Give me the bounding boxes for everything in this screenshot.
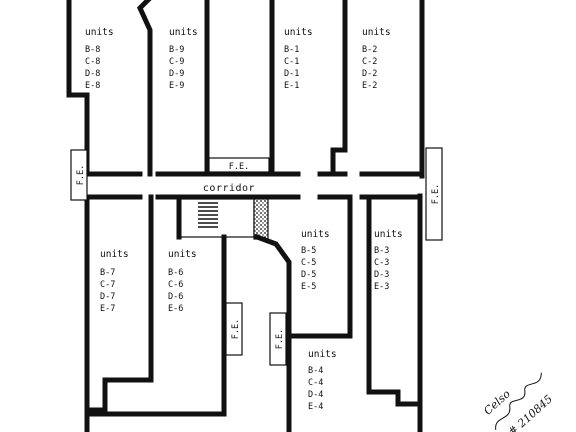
svg-text:D-6: D-6 bbox=[168, 292, 183, 302]
svg-text:C-4: C-4 bbox=[308, 378, 323, 388]
svg-text:E-3: E-3 bbox=[374, 282, 389, 292]
corridor-label: corridor bbox=[203, 183, 255, 194]
svg-text:units: units bbox=[362, 27, 391, 38]
svg-text:C-1: C-1 bbox=[284, 57, 299, 67]
unit-group-8: units B-8 C-8 D-8 E-8 bbox=[85, 27, 114, 91]
svg-text:E-5: E-5 bbox=[301, 282, 316, 292]
svg-text:units: units bbox=[374, 229, 403, 240]
svg-text:E-7: E-7 bbox=[100, 304, 115, 314]
svg-text:units: units bbox=[308, 349, 337, 360]
svg-text:F.E.: F.E. bbox=[431, 184, 441, 204]
fe-box-right: F.E. bbox=[425, 147, 443, 241]
wall-partition-6-stair bbox=[87, 234, 227, 417]
svg-text:units: units bbox=[301, 229, 330, 240]
svg-text:F.E.: F.E. bbox=[275, 329, 285, 349]
svg-text:D-5: D-5 bbox=[301, 270, 316, 280]
svg-text:C-6: C-6 bbox=[168, 280, 183, 290]
svg-text:B-9: B-9 bbox=[169, 45, 184, 55]
elevator-shaft-hatched bbox=[253, 198, 269, 240]
svg-text:B-1: B-1 bbox=[284, 45, 299, 55]
svg-text:units: units bbox=[85, 27, 114, 38]
svg-text:E-4: E-4 bbox=[308, 402, 323, 412]
svg-text:D-9: D-9 bbox=[169, 69, 184, 79]
fe-box-top-center: F.E. bbox=[208, 157, 270, 173]
svg-text:B-6: B-6 bbox=[168, 268, 183, 278]
svg-text:B-2: B-2 bbox=[362, 45, 377, 55]
wall-diagonal-unit5 bbox=[253, 233, 292, 432]
svg-text:D-2: D-2 bbox=[362, 69, 377, 79]
svg-text:C-3: C-3 bbox=[374, 258, 389, 268]
svg-text:units: units bbox=[100, 249, 129, 260]
svg-text:units: units bbox=[168, 249, 197, 260]
svg-text:F.E.: F.E. bbox=[76, 165, 86, 185]
wall-partition-3-4 bbox=[366, 194, 423, 407]
unit-group-9: units B-9 C-9 D-9 E-9 bbox=[169, 27, 198, 91]
svg-text:units: units bbox=[284, 27, 313, 38]
svg-text:E-8: E-8 bbox=[85, 81, 100, 91]
svg-text:F.E.: F.E. bbox=[231, 319, 241, 339]
svg-text:C-2: C-2 bbox=[362, 57, 377, 67]
svg-text:C-5: C-5 bbox=[301, 258, 316, 268]
svg-text:E-2: E-2 bbox=[362, 81, 377, 91]
stairwell bbox=[178, 198, 255, 238]
svg-text:D-7: D-7 bbox=[100, 292, 115, 302]
svg-text:# 210845: # 210845 bbox=[506, 392, 555, 432]
svg-text:E-9: E-9 bbox=[169, 81, 184, 91]
unit-group-4: units B-4 C-4 D-4 E-4 bbox=[308, 349, 337, 412]
unit-group-3: units B-3 C-3 D-3 E-3 bbox=[374, 229, 403, 292]
svg-text:units: units bbox=[169, 27, 198, 38]
svg-text:D-3: D-3 bbox=[374, 270, 389, 280]
svg-text:D-1: D-1 bbox=[284, 69, 299, 79]
svg-text:D-8: D-8 bbox=[85, 69, 100, 79]
svg-text:B-3: B-3 bbox=[374, 246, 389, 256]
unit-group-7: units B-7 C-7 D-7 E-7 bbox=[100, 249, 129, 314]
wall-partition-8-9 bbox=[137, 0, 153, 177]
svg-text:B-5: B-5 bbox=[301, 246, 316, 256]
svg-text:B-7: B-7 bbox=[100, 268, 115, 278]
svg-text:B-8: B-8 bbox=[85, 45, 100, 55]
wall-top-left-outer bbox=[66, 0, 90, 177]
svg-text:D-4: D-4 bbox=[308, 390, 323, 400]
unit-group-6: units B-6 C-6 D-6 E-6 bbox=[168, 249, 197, 314]
svg-text:C-8: C-8 bbox=[85, 57, 100, 67]
unit-group-1: units B-1 C-1 D-1 E-1 bbox=[284, 27, 313, 91]
fe-box-left: F.E. bbox=[70, 149, 88, 201]
svg-text:C-9: C-9 bbox=[169, 57, 184, 67]
fe-box-bottom-left: F.E. bbox=[225, 302, 243, 356]
unit-group-2: units B-2 C-2 D-2 E-2 bbox=[362, 27, 391, 91]
wall-partition-7-6 bbox=[84, 194, 154, 413]
unit-group-5: units B-5 C-5 D-5 E-5 bbox=[301, 229, 330, 292]
wall-partition-5-3 bbox=[286, 194, 353, 339]
svg-text:F.E.: F.E. bbox=[229, 162, 249, 172]
svg-text:E-6: E-6 bbox=[168, 304, 183, 314]
fe-box-bottom-right: F.E. bbox=[269, 312, 287, 366]
svg-text:E-1: E-1 bbox=[284, 81, 299, 91]
wall-partition-1-2 bbox=[330, 0, 348, 177]
handwritten-signature: Celso # 210845 bbox=[481, 372, 555, 432]
svg-text:C-7: C-7 bbox=[100, 280, 115, 290]
stair-treads bbox=[198, 202, 218, 228]
svg-text:B-4: B-4 bbox=[308, 366, 323, 376]
